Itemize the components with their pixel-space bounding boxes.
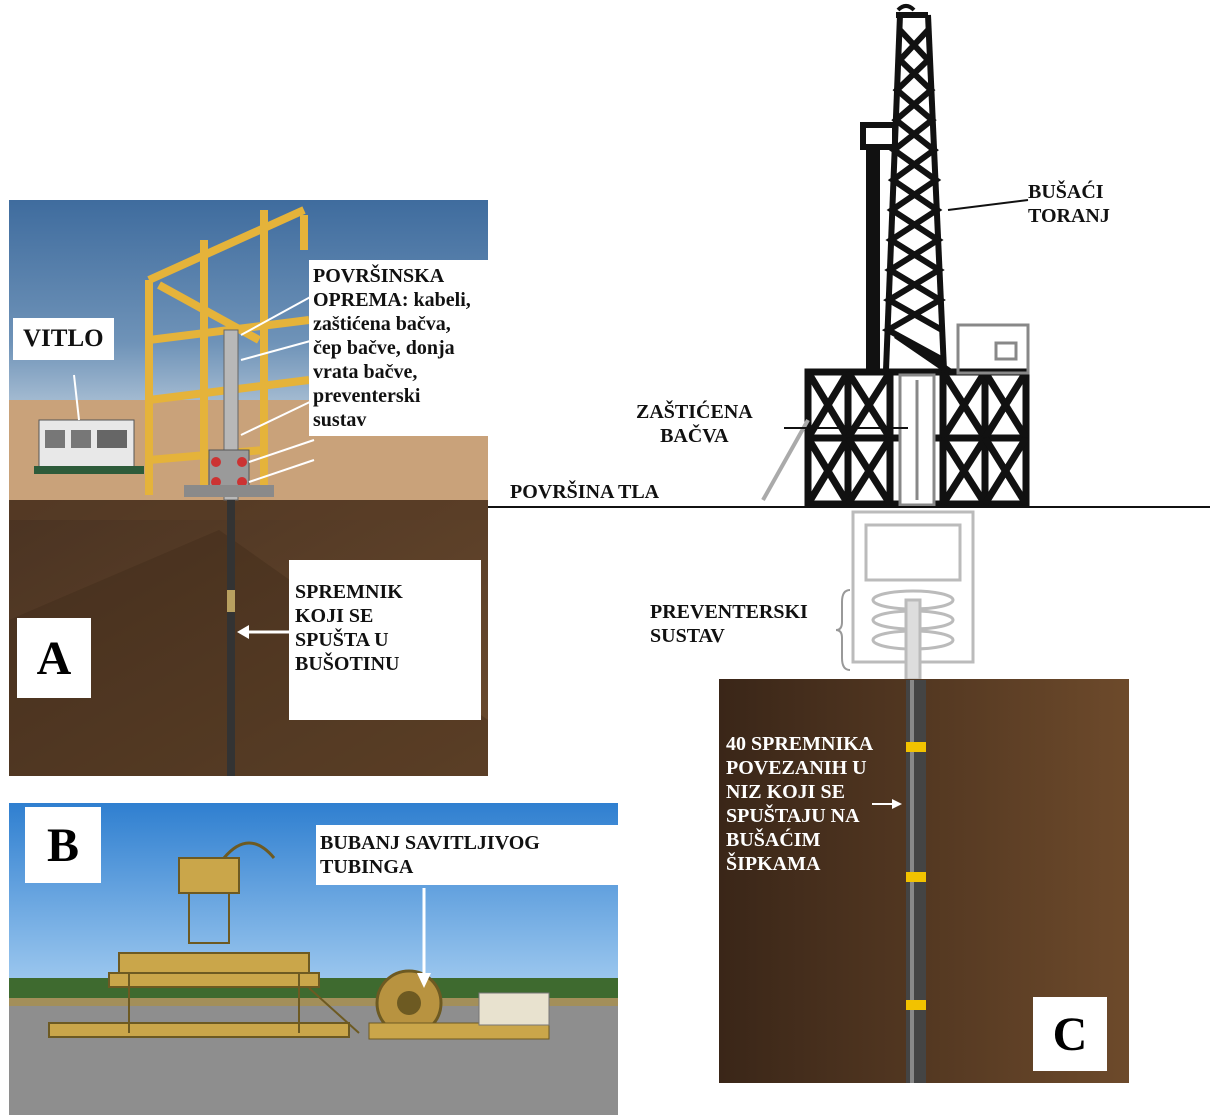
- surface-equipment-label: POVRŠINSKA OPREMA: kabeli, zaštićena bač…: [309, 260, 488, 436]
- derrick-pointer: [947, 199, 1029, 211]
- panel-a: VITLO POVRŠINSKA OPREMA: kabeli, zaštiće…: [9, 200, 488, 776]
- string-label: 40 SPREMNIKA POVEZANIH U NIZ KOJI SE SPU…: [726, 733, 874, 875]
- panel-b: B BUBANJ SAVITLJIVOG TUBINGA: [9, 803, 618, 1115]
- preventer-label: PREVENTERSKI SUSTAV: [650, 601, 808, 647]
- capsules: [906, 742, 926, 1010]
- drum-label: BUBANJ SAVITLJIVOG TUBINGA: [316, 825, 618, 885]
- preventer-stack: [851, 510, 975, 682]
- panel-c-letter: C: [1033, 997, 1107, 1071]
- drum-arrow: [417, 888, 431, 988]
- panel-b-photo: [9, 803, 618, 1115]
- panel-b-letter: B: [25, 807, 101, 883]
- derrick-label: BUŠAĆI TORANJ: [1028, 181, 1110, 227]
- well-string: [227, 500, 235, 776]
- string-arrow: [872, 799, 902, 809]
- container-arrow: [237, 625, 289, 639]
- lubricator-barrel: [898, 373, 936, 507]
- container-label: SPREMNIK KOJI SE SPUŠTA U BUŠOTINU: [289, 560, 481, 720]
- tubing-drum: [368, 969, 550, 1040]
- panel-a-letter: A: [17, 618, 91, 698]
- panel-c-illustration: [488, 4, 1210, 1083]
- barrel-label: ZAŠTIĆENA BAČVA: [636, 401, 753, 447]
- winch-truck: [34, 419, 144, 474]
- winch-label: VITLO: [13, 318, 114, 360]
- derrick-pipe-rack: [866, 148, 880, 373]
- ground-label: POVRŠINA TLA: [510, 481, 660, 503]
- derrick: [860, 12, 947, 371]
- coiled-tubing-rig: [48, 857, 360, 1038]
- preventer-brace: [835, 589, 851, 671]
- panel-c: BUŠAĆI TORANJ ZAŠTIĆENA BAČVA POVRŠINA T…: [488, 0, 1210, 1118]
